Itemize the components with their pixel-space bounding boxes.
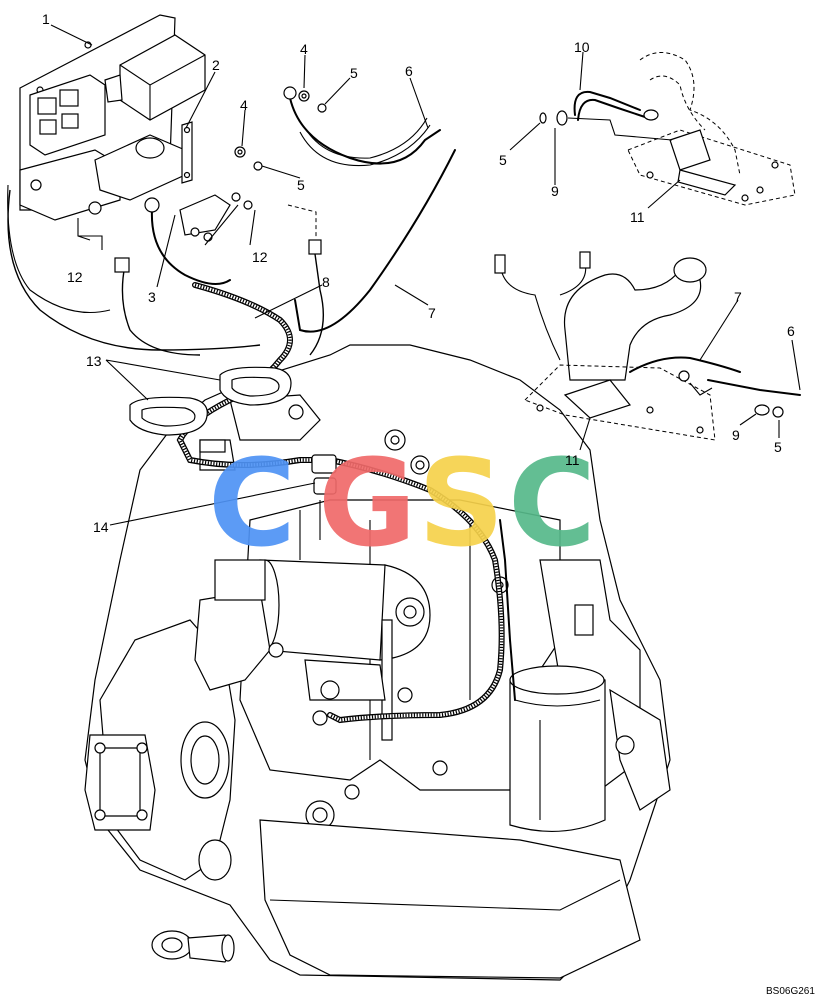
callout-5: 5 bbox=[350, 65, 358, 81]
detail-view-lower bbox=[494, 251, 801, 441]
callout-5: 5 bbox=[774, 439, 782, 455]
callout-9: 9 bbox=[551, 183, 559, 199]
callout-5: 5 bbox=[499, 152, 507, 168]
callout-11: 11 bbox=[565, 452, 580, 468]
callouts: 1 2 3 4 4 5 5 5 5 6 6 7 7 8 9 9 10 11 11… bbox=[42, 11, 795, 535]
figure-code: BS06G261 bbox=[766, 986, 815, 997]
callout-2: 2 bbox=[212, 57, 220, 73]
engine-assembly bbox=[84, 344, 671, 981]
bracket bbox=[181, 121, 193, 184]
callout-12: 12 bbox=[67, 269, 83, 285]
callout-3: 3 bbox=[148, 289, 156, 305]
relay-module-assembly bbox=[7, 14, 206, 313]
ring-terminal bbox=[151, 930, 235, 963]
callout-6: 6 bbox=[405, 63, 413, 79]
callout-12: 12 bbox=[252, 249, 268, 265]
watermark-letter-4: C bbox=[508, 435, 596, 574]
callout-7: 7 bbox=[734, 289, 742, 305]
callout-9: 9 bbox=[732, 427, 740, 443]
callout-4: 4 bbox=[240, 97, 248, 113]
callout-11: 11 bbox=[630, 209, 645, 225]
callout-8: 8 bbox=[322, 274, 330, 290]
washers-and-nuts bbox=[234, 90, 327, 171]
callout-14: 14 bbox=[93, 519, 109, 535]
callout-5: 5 bbox=[297, 177, 305, 193]
fuse-holder bbox=[179, 192, 253, 242]
callout-6: 6 bbox=[787, 323, 795, 339]
cable-clamp bbox=[311, 454, 337, 495]
callout-10: 10 bbox=[574, 39, 590, 55]
callout-1: 1 bbox=[42, 11, 50, 27]
lifting-eyes bbox=[129, 366, 292, 436]
detail-view-upper bbox=[539, 52, 796, 206]
callout-7: 7 bbox=[428, 305, 436, 321]
watermark-letter-3: S bbox=[418, 435, 504, 574]
callout-13: 13 bbox=[86, 353, 102, 369]
watermark: C G S C bbox=[208, 435, 596, 574]
leader-lines bbox=[50, 24, 801, 526]
watermark-letter-2: G bbox=[318, 435, 417, 574]
watermark-letter-1: C bbox=[208, 435, 296, 574]
callout-4: 4 bbox=[300, 41, 308, 57]
